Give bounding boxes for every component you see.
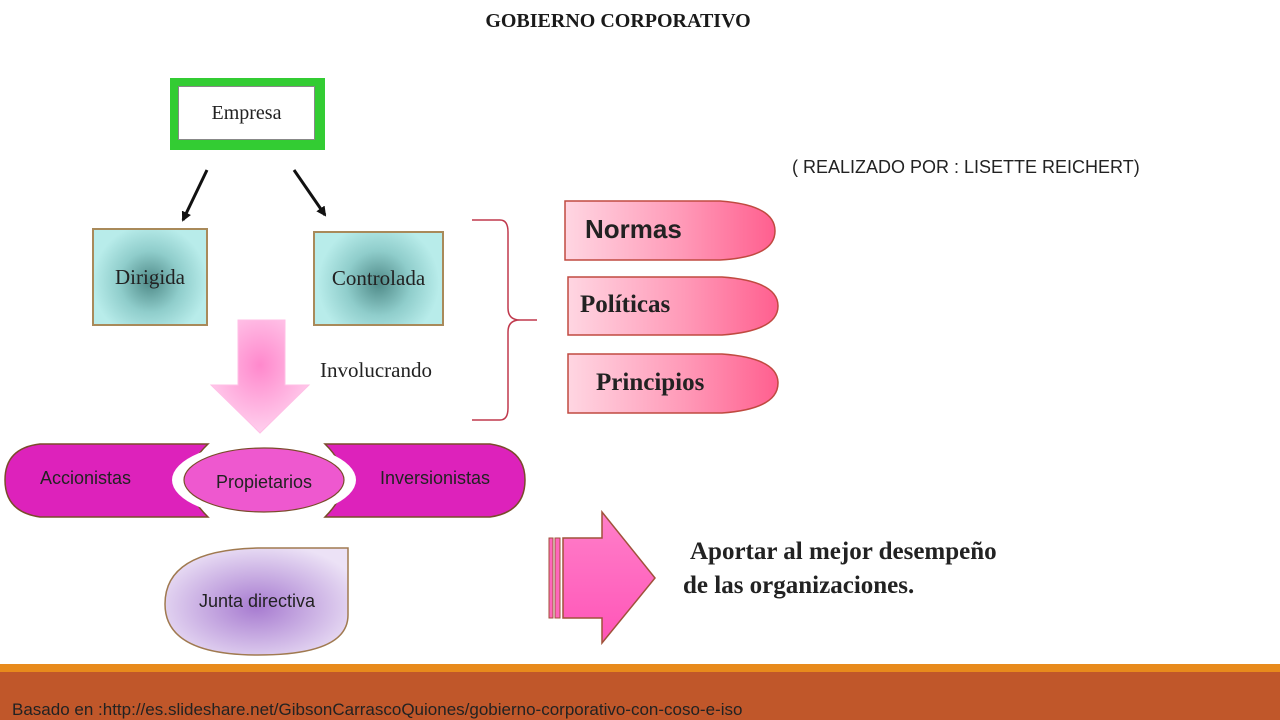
author-credit: ( REALIZADO POR : LISETTE REICHERT) [792, 157, 1140, 177]
inversionistas-label: Inversionistas [380, 468, 491, 488]
normas-pill [564, 200, 776, 261]
controlada-label: Controlada [331, 266, 426, 290]
principios-label: Principios [596, 369, 705, 396]
normas-label: Normas [585, 214, 682, 244]
arrow-to-dirigida [181, 169, 209, 222]
controlada-box: Controlada [313, 231, 444, 326]
big-right-arrow [548, 509, 656, 646]
principios-pill [567, 353, 779, 414]
curly-brace [472, 219, 537, 421]
empresa-box: Empresa [178, 86, 315, 140]
involucrando-label: Involucrando [320, 358, 432, 382]
propietarios-inner [183, 447, 345, 513]
page-title: GOBIERNO CORPORATIVO [485, 10, 751, 32]
conclusion-line-1: Aportar al mejor desempeño [690, 538, 997, 565]
footer-bar [0, 672, 1280, 720]
empresa-label: Empresa [211, 101, 282, 124]
politicas-pill [567, 276, 779, 336]
footer-accent-bar [0, 664, 1280, 672]
dirigida-label: Dirigida [115, 264, 185, 289]
junta-shape [164, 547, 349, 656]
conclusion-line-2: de las organizaciones. [683, 572, 915, 599]
down-arrow-shape [209, 319, 311, 434]
junta-label: Junta directiva [198, 591, 316, 611]
dirigida-box: Dirigida [92, 228, 208, 326]
arrow-to-controlada [292, 169, 327, 217]
propietarios-label: Propietarios [215, 472, 313, 492]
politicas-label: Políticas [580, 291, 671, 318]
source-link[interactable]: Basado en :http://es.slideshare.net/Gibs… [12, 700, 743, 719]
accionistas-label: Accionistas [40, 468, 132, 488]
